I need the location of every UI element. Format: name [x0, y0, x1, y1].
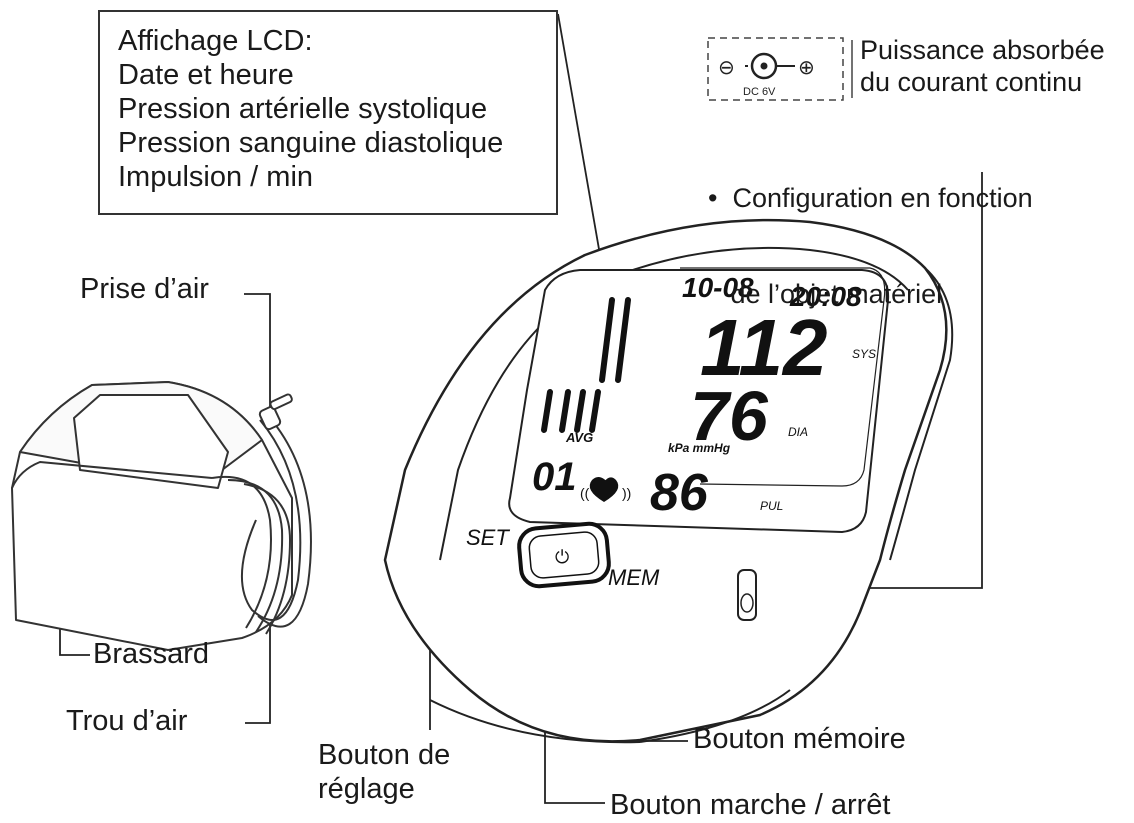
- power-icon: ⏻: [555, 547, 569, 567]
- config-label-line: de l’objet matériel: [708, 279, 943, 309]
- mem-button-label: MEM: [608, 565, 660, 590]
- lcd-time: 20:08: [789, 281, 862, 312]
- lcd-date: 10-08: [682, 272, 754, 303]
- config-label: • Configuration en fonction de l’objet m…: [708, 118, 1033, 374]
- lcd-systolic: 112: [700, 303, 828, 392]
- lcd-callout-line: Impulsion / min: [118, 161, 314, 193]
- control-buttons[interactable]: SET ⏻ MEM: [466, 521, 660, 590]
- lcd-callout-line: Pression artérielle systolique: [118, 93, 488, 125]
- svg-text:((: ((: [580, 485, 590, 501]
- set-callout-line: Bouton de: [318, 739, 451, 771]
- dc-label-line: du courant continu: [860, 67, 1083, 97]
- lcd-text: 10-08 20:08 112 76 86 01 AVG kPa mmHg SY…: [532, 272, 876, 522]
- leader-trou: [245, 600, 271, 724]
- lcd-callout-line: Pression sanguine diastolique: [118, 127, 504, 159]
- set-button-label: SET: [466, 525, 510, 550]
- lcd-callout-box: [98, 10, 558, 215]
- dc-input-label: Puissance absorbée du courant continu: [860, 34, 1105, 98]
- air-hole-label: Trou d’air: [66, 705, 188, 737]
- svg-text:)): )): [622, 485, 631, 501]
- dc-minus-symbol: ⊖: [718, 57, 735, 79]
- config-label-line: • Configuration en fonction: [708, 183, 1033, 213]
- bar-graph: [541, 297, 631, 433]
- air-plug-label: Prise d’air: [80, 273, 209, 305]
- lcd-avg: AVG: [565, 430, 593, 445]
- lcd-diastolic: 76: [690, 377, 769, 455]
- lcd-memory-number: 01: [532, 455, 577, 499]
- lcd-pulse: 86: [650, 464, 709, 522]
- lcd-sys-label: SYS: [852, 347, 876, 361]
- dc-jack-icon: [745, 52, 795, 80]
- dc-plus-symbol: ⊕: [798, 57, 815, 79]
- lcd-callout-line: Affichage LCD:: [118, 25, 313, 57]
- memory-button-callout: Bouton mémoire: [693, 723, 906, 755]
- cuff-label: Brassard: [93, 638, 210, 670]
- lcd-dia-label: DIA: [788, 425, 808, 439]
- lcd-callout-line: Date et heure: [118, 59, 294, 91]
- set-button-callout: Bouton de réglage: [318, 738, 450, 806]
- lcd-pul-label: PUL: [760, 499, 783, 513]
- dc-voltage-label: DC 6V: [743, 86, 776, 98]
- cuff: [11, 381, 312, 651]
- heart-icon: [589, 476, 619, 502]
- dc-jack-box: [707, 37, 844, 101]
- lcd-units: kPa mmHg: [668, 441, 731, 455]
- power-button[interactable]: ⏻: [517, 521, 611, 589]
- power-button-callout: Bouton marche / arrêt: [610, 789, 891, 821]
- set-callout-line: réglage: [318, 773, 415, 805]
- leader-prise: [244, 293, 271, 410]
- dc-label-line: Puissance absorbée: [860, 35, 1105, 65]
- lcd-callout-text: Affichage LCD: Date et heure Pression ar…: [118, 24, 503, 194]
- lcd-screen: (( )): [508, 267, 890, 534]
